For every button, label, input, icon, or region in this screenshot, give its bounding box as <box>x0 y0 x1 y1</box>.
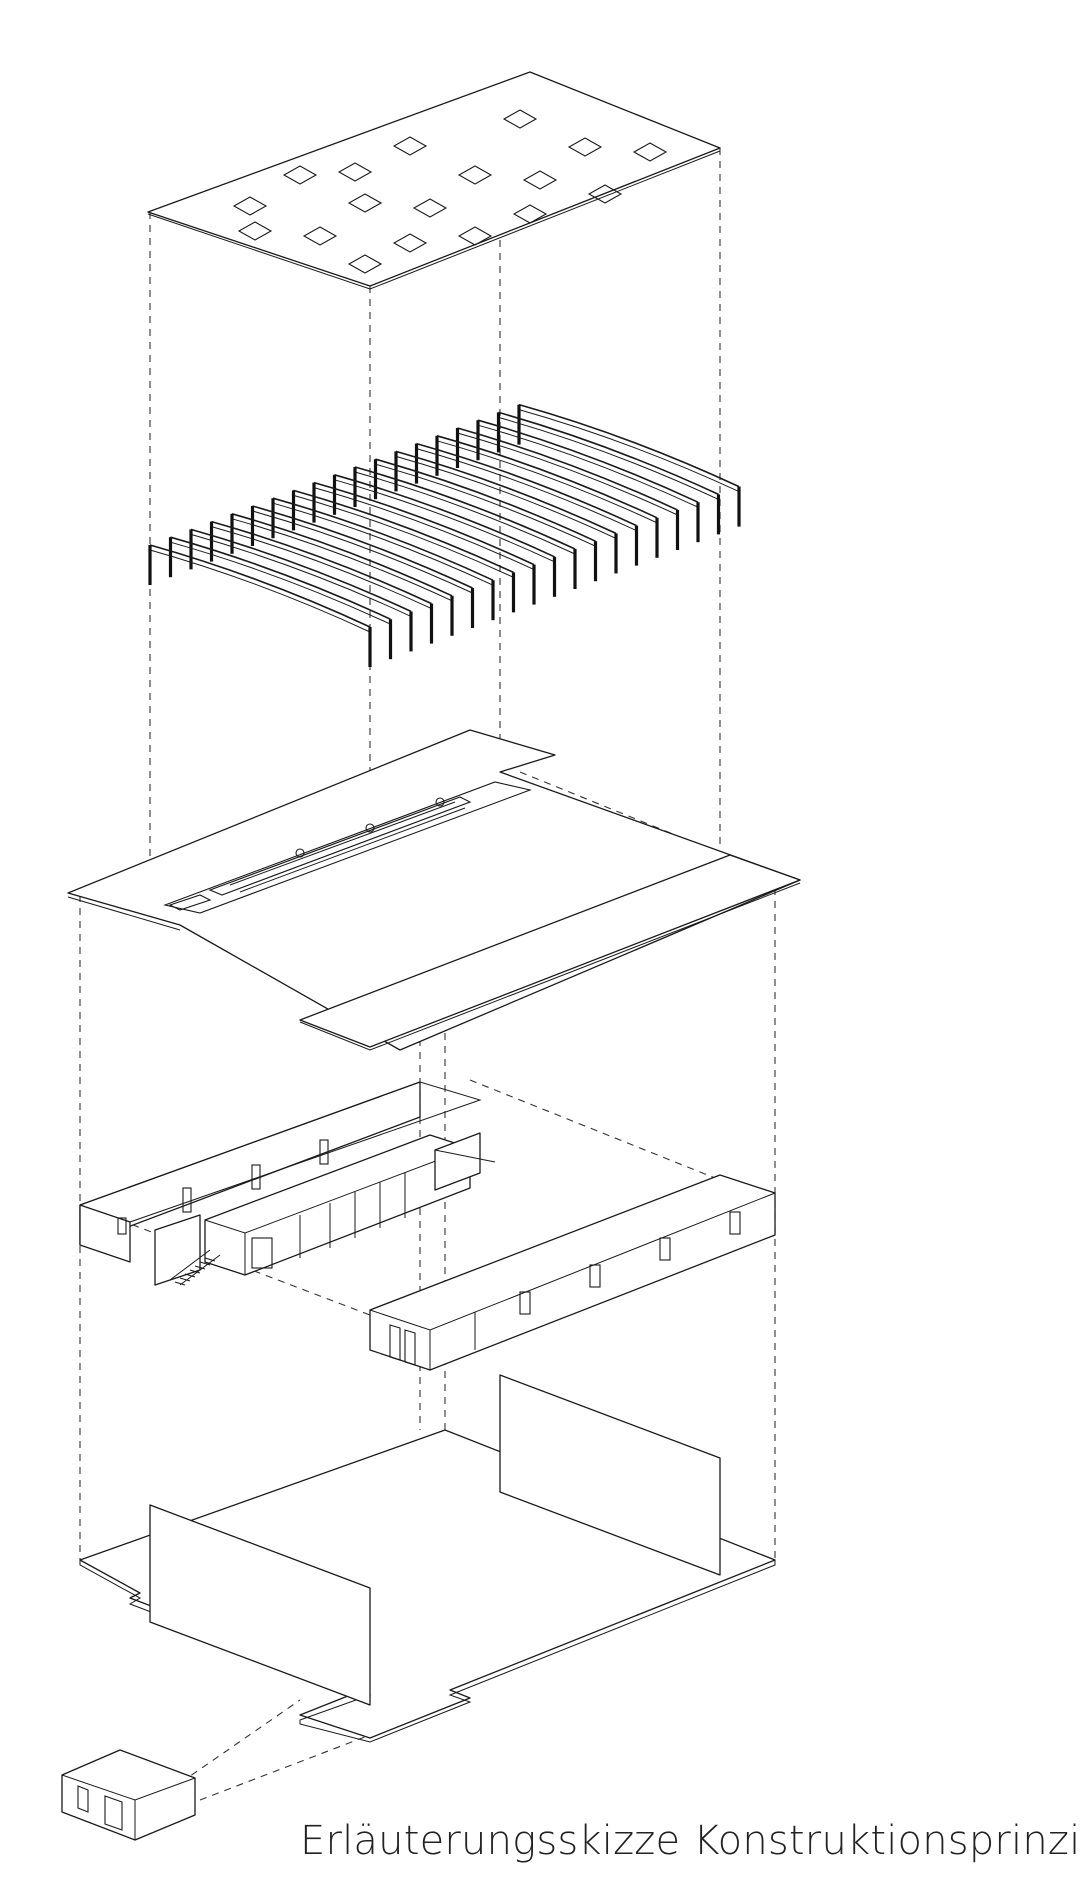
upper-floor-walls <box>79 1081 776 1371</box>
roof-frame <box>476 419 700 543</box>
slab-strip <box>299 854 801 1051</box>
roof-frame <box>496 411 721 535</box>
ground-floor-slab <box>79 1374 776 1743</box>
roof-frame <box>230 513 454 636</box>
roof-frames <box>148 403 741 667</box>
annex-volume <box>61 1749 196 1841</box>
roof-frame <box>435 435 659 558</box>
roof-frame <box>168 536 393 660</box>
roof-slab <box>147 71 721 290</box>
diagram-caption: Erläuterungsskizze Konstruktionsprinzip <box>300 1818 1082 1864</box>
roof-frame <box>312 481 536 605</box>
upper-floor-slab <box>67 729 801 1051</box>
roof-frame <box>373 458 598 582</box>
staircase <box>169 1249 221 1286</box>
roof-frame <box>394 450 618 574</box>
roof-frame <box>189 528 413 652</box>
skylights <box>232 109 668 274</box>
wall-panel-right <box>499 1374 721 1576</box>
wall-panel-left <box>149 1504 371 1706</box>
roof-frame <box>148 544 372 667</box>
roof-frame <box>209 520 434 644</box>
roof-frame <box>517 403 741 527</box>
